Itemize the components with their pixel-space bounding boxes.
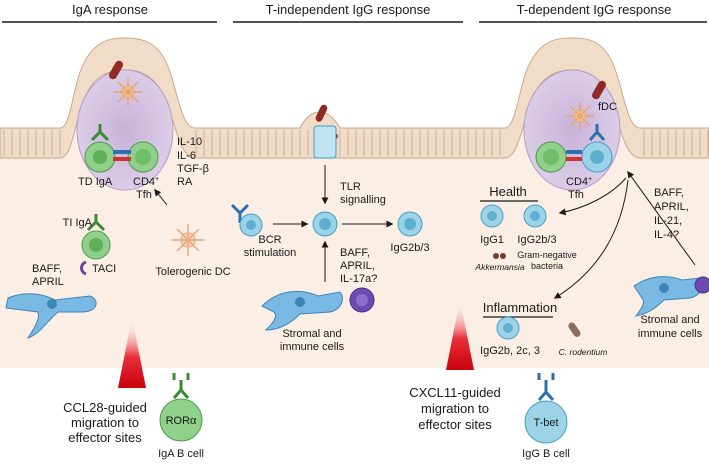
- cytokine-2: IL-6: [177, 150, 196, 162]
- fdc-label: fDC: [598, 101, 617, 113]
- iga-b-cell: [159, 398, 203, 442]
- ccl28-line-2: migration to: [71, 415, 139, 430]
- iga-baff: BAFF,: [32, 263, 62, 275]
- c-rodentium-icon: [568, 322, 581, 337]
- akkermansia-icon: [493, 253, 506, 259]
- arrow-to-inflammation: [553, 179, 629, 299]
- td-stromal-label-2: immune cells: [638, 328, 703, 340]
- cxcl11-line-1: CXCL11-guided: [409, 385, 501, 400]
- inflammation-igg-label: IgG2b, 2c, 3: [480, 345, 540, 357]
- tlr-label-2: signalling: [340, 194, 386, 206]
- igg-b-cell: [524, 400, 568, 444]
- taci-receptor: [80, 260, 87, 276]
- ccl28-line-3: effector sites: [68, 430, 142, 445]
- td-follicle: [523, 69, 621, 191]
- header-td-igg: T-dependent IgG response: [517, 2, 672, 17]
- follicle-dc-icon: [114, 78, 142, 106]
- health-label: Health: [489, 184, 527, 199]
- antibody-icon: [90, 124, 110, 142]
- health-igg2b3-label: IgG2b/3: [517, 234, 556, 246]
- ti-stromal-cell: [261, 290, 343, 331]
- iga-tfh-label: Tfh: [136, 189, 152, 201]
- iga-april: APRIL: [32, 276, 64, 288]
- migration-gradient-1: [118, 318, 146, 388]
- tlr-label-1: TLR: [340, 181, 361, 193]
- bcr-label-1: BCR: [258, 234, 281, 246]
- cxcl11-line-3: effector sites: [418, 417, 492, 432]
- cxcl11-line-2: migration to: [421, 401, 489, 416]
- ti-iga-label: TI IgA: [63, 217, 93, 229]
- akkermansia-label: Akkermansia: [474, 262, 524, 272]
- fdc-icon: [566, 102, 594, 130]
- td-stromal-label-1: Stromal and: [640, 314, 699, 326]
- migration-gradient-2: [446, 300, 474, 370]
- c-rodentium-label: C. rodentium: [559, 347, 608, 357]
- iga-b-cell-label: IgA B cell: [158, 448, 204, 460]
- td-stromal-cell: [633, 276, 703, 317]
- arrow-from-stromal: [627, 170, 696, 266]
- igg-b-cell-label: IgG B cell: [522, 448, 570, 460]
- td-iga-label: TD IgA: [78, 176, 113, 188]
- taci-label: TACI: [92, 263, 116, 275]
- ti-stromal-label-1: Stromal and: [282, 328, 341, 340]
- td-cd4-label: CD4+: [566, 176, 592, 188]
- td-tfh-label: Tfh: [568, 189, 584, 201]
- td-factor-1: BAFF,: [654, 187, 684, 199]
- td-factor-4: IL-4?: [654, 229, 679, 241]
- arrow-to-health: [558, 177, 627, 216]
- ti-factor-3: IL-17a?: [340, 273, 377, 285]
- td-immune-cell: [694, 276, 709, 294]
- tolerogenic-dc-icon: [172, 224, 204, 256]
- ti-factor-2: APRIL,: [340, 260, 375, 272]
- td-factor-3: IL-21,: [654, 215, 682, 227]
- ti-stromal-label-2: immune cells: [280, 341, 345, 353]
- epithelial-cell-lines: [3, 130, 709, 156]
- cytokine-arrow: [154, 188, 168, 206]
- iga-stromal-cell: [5, 293, 97, 339]
- tbet-marker: T-bet: [533, 417, 558, 429]
- header-ti-igg: T-independent IgG response: [266, 2, 431, 17]
- inflammation-label: Inflammation: [483, 300, 557, 315]
- td-factor-2: APRIL,: [654, 201, 689, 213]
- gram-neg-label-1: Gram-negative: [517, 250, 577, 260]
- cytokine-4: RA: [177, 176, 193, 188]
- cytokine-3: TGF-β: [177, 163, 209, 175]
- rora-marker: RORα: [166, 415, 197, 427]
- iga-cd4-label: CD4+: [133, 176, 159, 188]
- m-cell: [313, 125, 337, 159]
- ccl28-line-1: CCL28-guided: [63, 400, 147, 415]
- tolerogenic-dc-label: Tolerogenic DC: [155, 266, 230, 278]
- ti-igg-label: IgG2b/3: [390, 242, 429, 254]
- igg1-label: IgG1: [480, 234, 504, 246]
- header-iga: IgA response: [72, 2, 148, 17]
- ti-factor-1: BAFF,: [340, 247, 370, 259]
- bcr-label-2: stimulation: [244, 247, 297, 259]
- gram-neg-label-2: bacteria: [531, 261, 563, 271]
- cytokine-1: IL-10: [177, 136, 202, 148]
